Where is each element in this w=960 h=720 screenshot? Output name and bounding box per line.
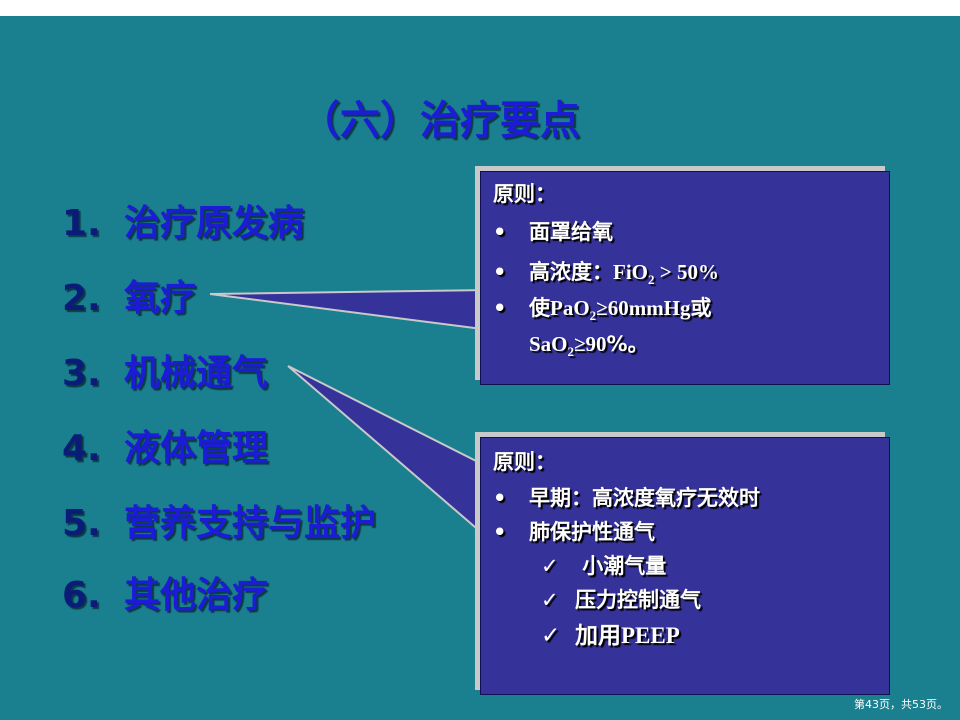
bullet-icon: • <box>493 260 507 284</box>
item-label: 机械通气 <box>124 353 269 394</box>
callout-check-line: ✓ 小潮气量 <box>541 554 667 578</box>
checkmark-icon: ✓ <box>541 554 559 578</box>
treatment-item-2: 2. 氧疗 <box>62 269 196 321</box>
callout-heading: 原则： <box>493 182 556 206</box>
bullet-icon: • <box>493 486 507 510</box>
item-number: 3. <box>62 353 101 394</box>
slide-title: （六）治疗要点 <box>300 98 580 144</box>
ventilation-callout: 原则： •早期：高浓度氧疗无效时 •肺保护性通气 ✓ 小潮气量 ✓压力控制通气 … <box>480 437 890 695</box>
oxygen-callout-pointer <box>209 288 491 332</box>
treatment-item-4: 4. 液体管理 <box>62 419 268 471</box>
item-number: 4. <box>62 428 101 469</box>
callout-line: •早期：高浓度氧疗无效时 <box>493 486 760 510</box>
checkmark-icon: ✓ <box>541 588 559 612</box>
item-number: 6. <box>62 575 101 616</box>
callout-check-line: ✓加用PEEP <box>541 623 680 649</box>
callout-line: •肺保护性通气 <box>493 520 655 544</box>
bullet-icon: • <box>493 296 507 320</box>
item-label: 治疗原发病 <box>124 203 305 244</box>
callout-line: •高浓度：FiO2 > 50% <box>493 260 719 288</box>
item-label: 氧疗 <box>124 278 197 319</box>
item-number: 1. <box>62 203 101 244</box>
checkmark-icon: ✓ <box>541 623 561 649</box>
page-number: 第43页，共53页。 <box>854 698 948 711</box>
treatment-item-3: 3. 机械通气 <box>62 344 268 396</box>
item-number: 2. <box>62 278 101 319</box>
treatment-item-1: 1. 治疗原发病 <box>62 194 304 246</box>
callout-line: •面罩给氧 <box>493 220 613 244</box>
item-number: 5. <box>62 503 101 544</box>
bullet-icon: • <box>493 520 507 544</box>
treatment-item-5: 5. 营养支持与监护 <box>62 494 376 546</box>
callout-check-line: ✓压力控制通气 <box>541 588 701 612</box>
callout-line: •使PaO2≥60mmHg或 <box>493 296 712 324</box>
ventilation-callout-pointer <box>287 365 491 543</box>
callout-heading: 原则： <box>493 450 556 474</box>
oxygen-therapy-callout: 原则： •面罩给氧 •高浓度：FiO2 > 50% •使PaO2≥60mmHg或… <box>480 171 890 385</box>
treatment-item-6: 6. 其他治疗 <box>62 566 268 618</box>
top-white-bar <box>0 0 960 16</box>
item-label: 液体管理 <box>124 428 269 469</box>
bullet-icon: • <box>493 220 507 244</box>
item-label: 其他治疗 <box>124 575 269 616</box>
callout-line: SaO2≥90%。 <box>529 332 649 360</box>
item-label: 营养支持与监护 <box>124 503 377 544</box>
